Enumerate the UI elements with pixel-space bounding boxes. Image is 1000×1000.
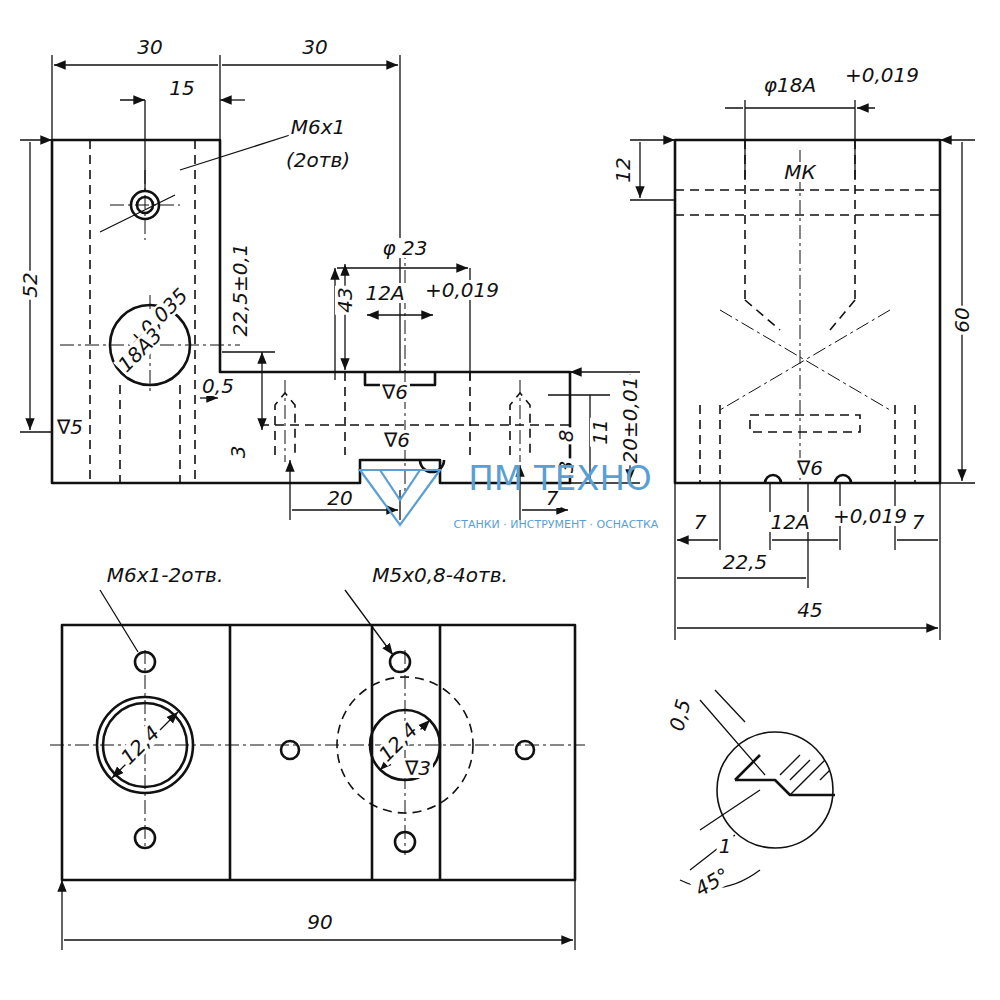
dimension-label: М6х1 [289,117,348,137]
dimension-label: 45° [690,863,734,900]
dimension-label: М5х0,8-4отв. [370,565,510,585]
dimension-label: 3 [228,444,248,461]
dimension-label: 60 [952,305,972,334]
dimension-label: 18A3 [113,323,167,377]
dimension-label: 8 [556,428,576,445]
dimension-label: 12,4 [116,721,164,769]
dimension-label: ∇6 [795,458,825,478]
dimension-label: +0,019 [831,506,909,526]
dimension-label: 1 [717,836,734,856]
dimension-label: 20 [325,488,354,508]
dimension-label: φ 23 [381,238,430,258]
dimension-label: ∇5 [55,417,85,437]
dimension-label: 7 [692,512,709,532]
dimension-label: МК [782,162,817,182]
dimension-label: ∇3 [403,758,433,778]
dimension-label: +0,019 [843,65,921,85]
dimension-label: φ18A [762,75,818,95]
dimension-label: 12 [613,155,633,184]
dimension-label: ∇6 [380,382,410,402]
dimension-label: 11 [590,417,610,446]
dimension-label: 0,5 [666,695,695,735]
dimension-label: 7 [910,512,927,532]
dimension-label: 15 [167,78,196,98]
dimension-label: 90 [305,912,334,932]
dimension-label: 30 [135,37,164,57]
watermark-text: СТАНКИ · ИНСТРУМЕНТ · ОСНАСТКА [452,519,661,530]
dimension-label: 22,5 [721,552,770,572]
dimension-label: 0,5 [200,376,236,396]
dimension-label: 20±0,01 [620,375,640,466]
dimension-label: 52 [20,270,40,299]
watermark-text: ПМ ТЕХНО [466,461,654,495]
dimension-label: М6х1-2отв. [105,565,226,585]
dimension-label: 45 [795,600,824,620]
dimension-label: ∇6 [382,430,412,450]
dimension-label: (2отв) [284,150,352,170]
dimension-label: +0,019 [423,280,501,300]
dimension-label: 12A [363,283,406,303]
dimension-label: 43 [335,285,355,314]
dimension-label: 22,5±0,1 [230,241,250,338]
dimension-label: 30 [300,37,329,57]
dimension-label: 12A [768,512,811,532]
